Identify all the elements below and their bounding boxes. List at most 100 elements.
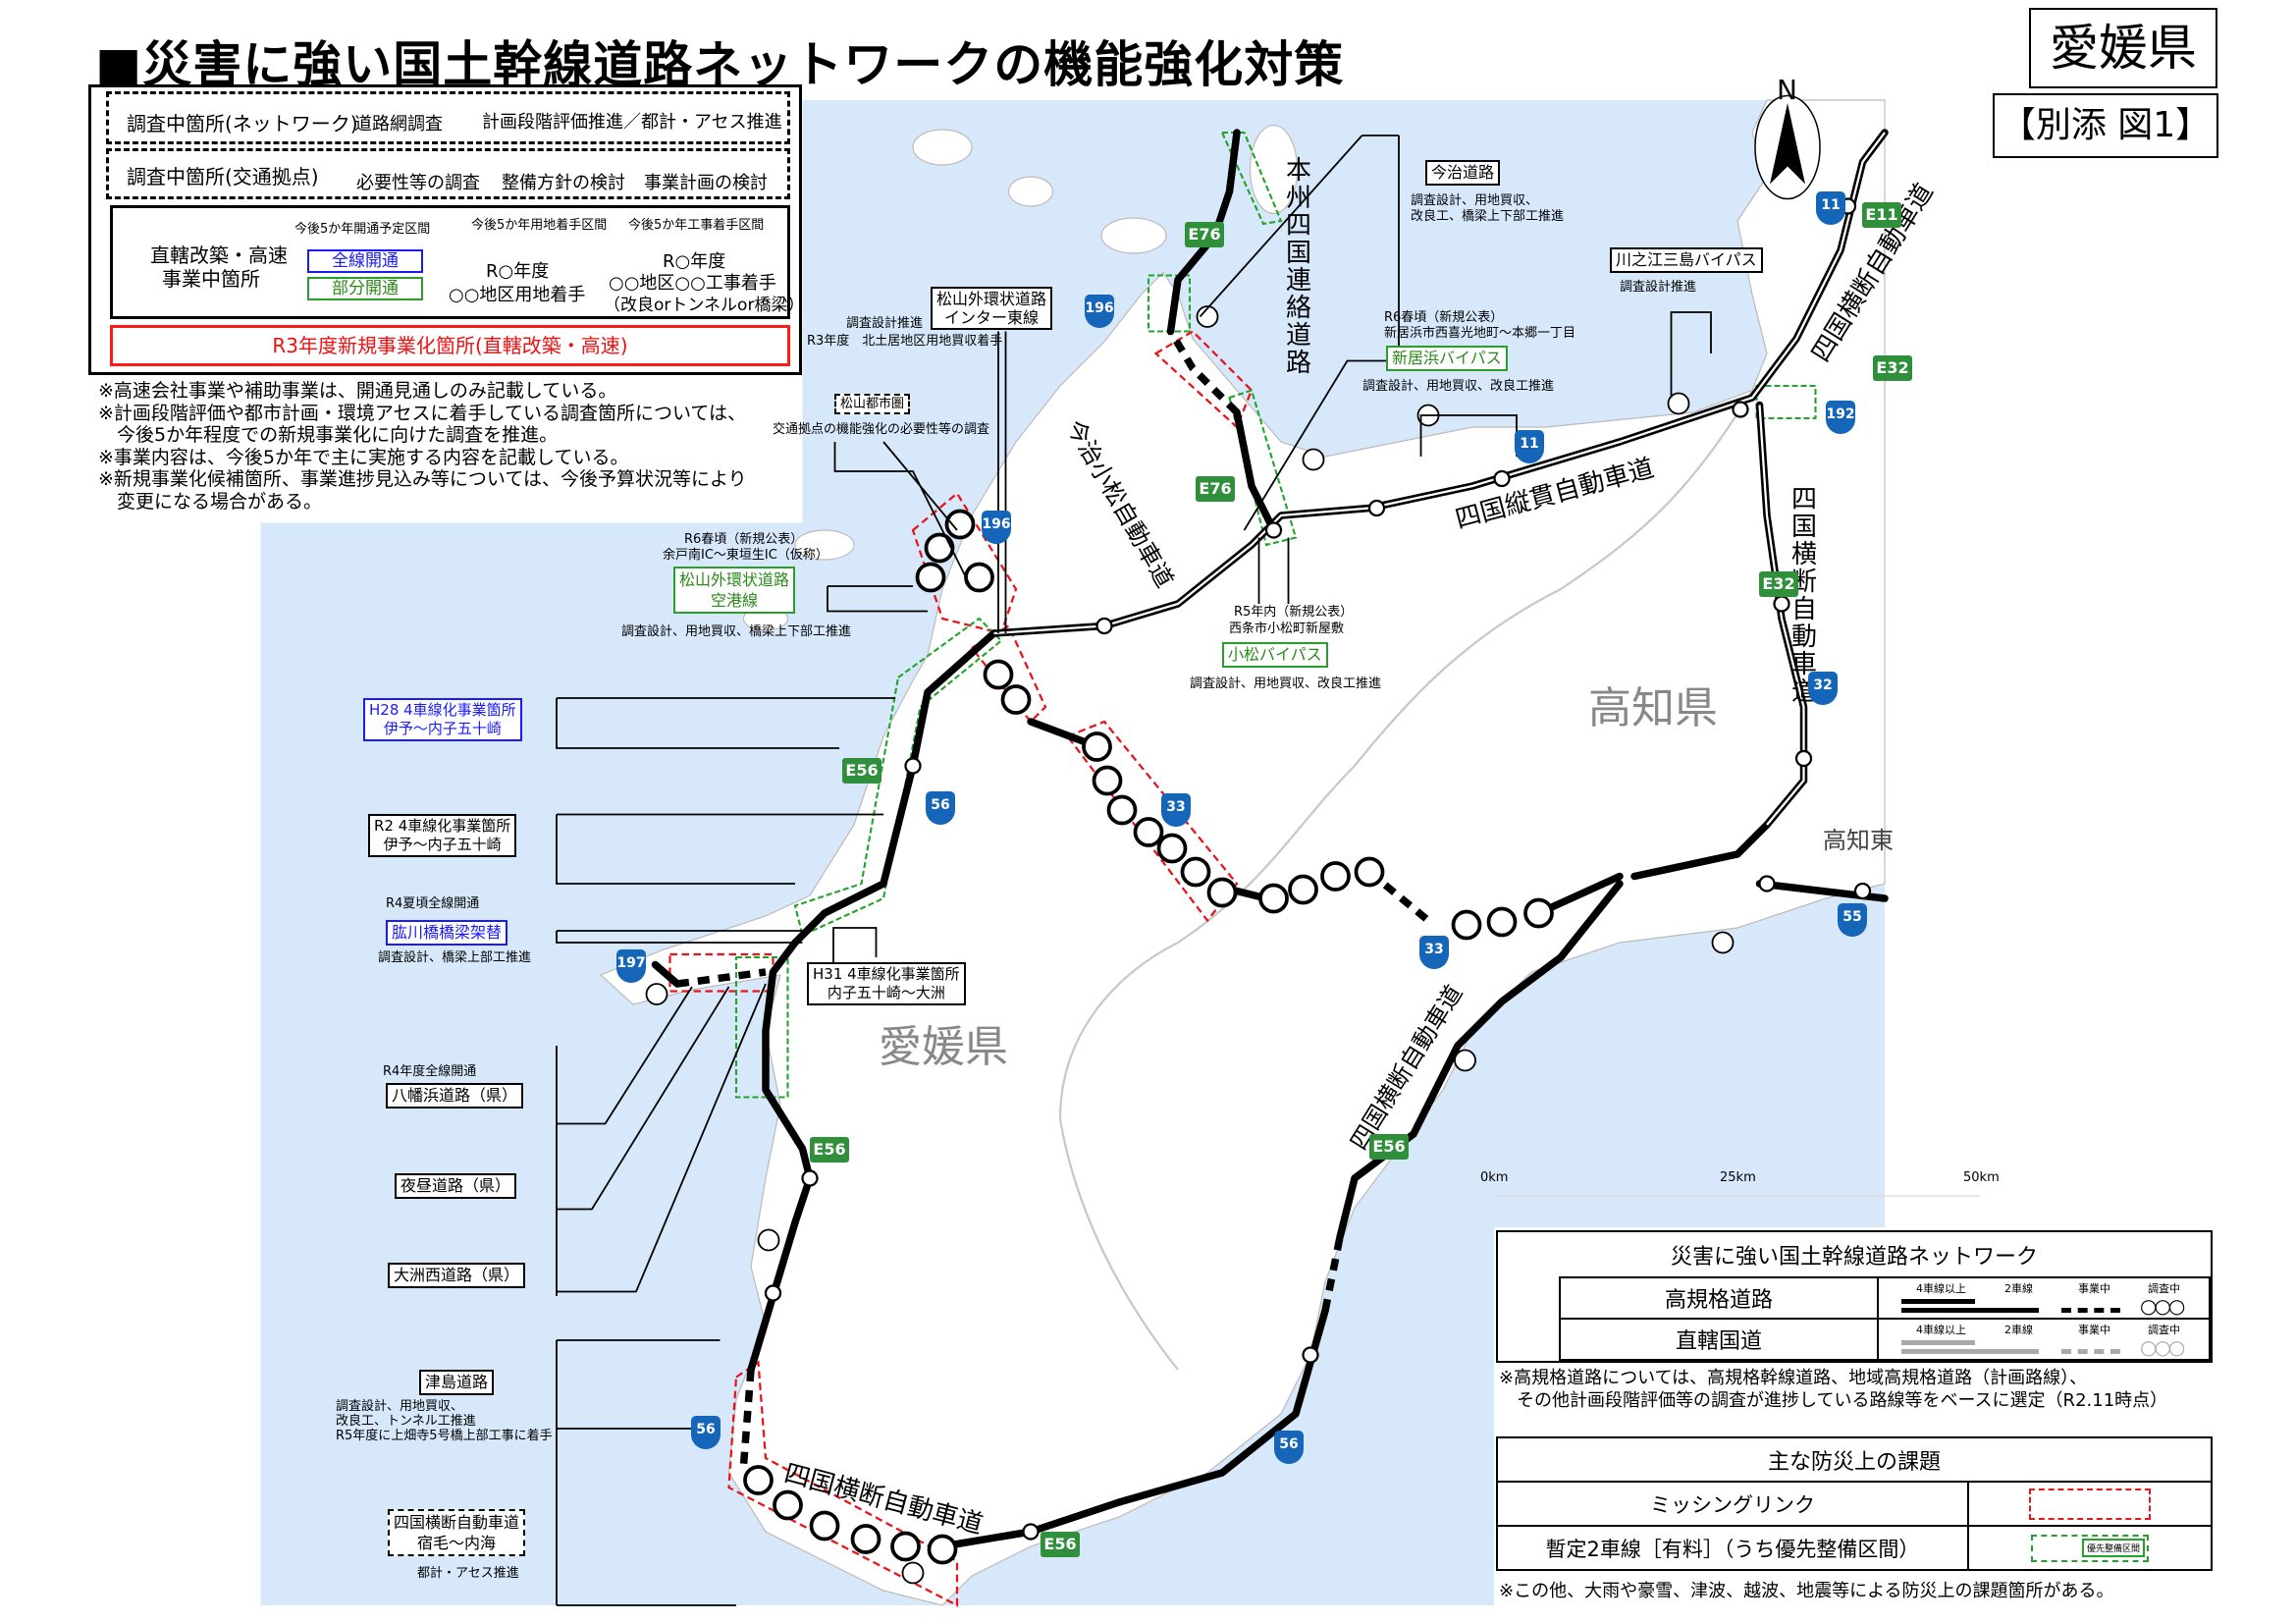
legend-hub-stage3: 事業計画の検討 (644, 173, 768, 193)
project-detail: 調査設計、用地買収、 (336, 1399, 464, 1414)
col-survey: 調査中 (2148, 1282, 2180, 1295)
project-sukumo-uchiumi[interactable]: 四国横断自動車道 宿毛～内海 (388, 1509, 526, 1556)
expressway-shield: E56 (1041, 1532, 1080, 1557)
expressway-shield: E32 (1873, 355, 1912, 381)
project-yawatahama-road[interactable]: 八幡浜道路（県） (386, 1083, 524, 1109)
ic-markers (764, 197, 1872, 1541)
legend-direct-label-1: 直轄改築・高速 (150, 243, 288, 267)
project-detail: 調査設計、用地買収、改良工推進 (1190, 676, 1382, 691)
col-2lane: 2車線 (2004, 1282, 2033, 1295)
col-ongoing: 事業中 (2078, 1282, 2110, 1295)
project-name: 四国横断自動車道 (394, 1513, 520, 1532)
project-name: 松山外環状道路 (936, 290, 1047, 308)
expressway-shield: E76 (1196, 476, 1235, 502)
compass-north-label: N (1777, 74, 1797, 106)
project-detail: 交通拠点の機能強化の必要性等の調査 (773, 422, 990, 437)
national-route-shield: 56 (926, 791, 955, 825)
region-label-ehime: 愛媛県 (879, 1022, 1008, 1072)
figure-label: 【別添 図1】 (1993, 93, 2218, 158)
project-detail: 調査設計、用地買収、改良工推進 (1362, 379, 1555, 394)
route-name-honshi: 本州四国連絡道路 (1286, 156, 1312, 378)
project-ozunishi-road[interactable]: 大洲西道路（県） (388, 1263, 526, 1288)
project-detail: 都計・アセス推進 (417, 1566, 519, 1581)
legend-col2-head: 今後5か年用地着手区間 (471, 218, 608, 233)
project-schedule: R4年度全線開通 (383, 1064, 477, 1079)
note-line: ※事業内容は、今後5か年で主に実施する内容を記載している。 (98, 446, 629, 468)
expressway-shield: E11 (1862, 202, 1901, 228)
legend-row-national-road: 直轄国道 (1559, 1318, 1879, 1361)
note-line: 今後5か年程度での新規事業化に向けた調査を推進。 (98, 424, 559, 446)
survey-circles-icon: ○○○ (2140, 1294, 2185, 1318)
scale-tick-0: 0km (1480, 1170, 1509, 1185)
legend-col3-head: 今後5か年工事着手区間 (628, 218, 765, 233)
network-note: ※高規格道路については、高規格幹線道路、地域高規格道路（計画路線）、 (1499, 1368, 2088, 1388)
network-legend-title: 災害に強い国土幹線道路ネットワーク (1670, 1244, 2038, 1270)
prefecture-label: 愛媛県 (2029, 8, 2217, 88)
col-ongoing: 事業中 (2078, 1324, 2110, 1336)
provisional-swatch: 優先整備区間 (1969, 1527, 2211, 1569)
project-r2-4lane[interactable]: R2 4車線化事業箇所 伊予～内子五十崎 (368, 814, 517, 857)
project-name: R2 4車線化事業箇所 (374, 817, 511, 835)
project-name: 伊予～内子五十崎 (383, 720, 502, 737)
project-detail: R5年度に上畑寺5号橋上部工事に着手 (336, 1429, 553, 1443)
scale-tick-50: 50km (1963, 1170, 2000, 1185)
expressway-shield: E32 (1759, 571, 1798, 597)
project-kawanoe-bypass[interactable]: 川之江三島バイパス (1610, 247, 1763, 273)
legend-work-2: ○○地区○○工事着手 (609, 273, 776, 294)
national-route-shield: 197 (616, 949, 646, 983)
prefecture-boundaries (1058, 389, 1753, 1371)
expressway-shield: E76 (1185, 222, 1224, 247)
expressway-inner-lines (993, 132, 1886, 826)
legend-row-direct-projects: 直轄改築・高速 事業中箇所 今後5か年開通予定区間 今後5か年用地着手区間 今後… (110, 205, 804, 319)
project-matsuyama-ic-east[interactable]: 松山外環状道路 インター東線 (931, 287, 1053, 330)
project-detail: 調査設計推進 (846, 316, 924, 331)
project-name: 松山外環状道路 (679, 570, 790, 589)
legend-missing-link: ミッシングリンク (1498, 1483, 1969, 1527)
project-niihama-bypass[interactable]: 新居浜バイパス (1386, 346, 1508, 371)
region-label-kochi-east: 高知東 (1823, 827, 1894, 854)
legend-network-stage2: 計画段階評価推進／都計・アセス推進 (482, 112, 782, 133)
note-line: 変更になる場合がある。 (98, 490, 323, 513)
missing-link-swatch (1969, 1483, 2211, 1527)
project-komatsu-bypass[interactable]: 小松バイパス (1222, 642, 1328, 668)
national-route-shield: 196 (982, 511, 1011, 544)
legend-provisional-2lane: 暫定2車線［有料］（うち優先整備区間） (1498, 1527, 1969, 1569)
network-note: その他計画段階評価等の調査が進捗している路線等をベースに選定（R2.11時点） (1499, 1390, 2168, 1411)
legend-hub-stage1: 必要性等の調査 (356, 173, 480, 193)
project-matsuyama-airport-line[interactable]: 松山外環状道路 空港線 (673, 567, 796, 614)
project-section: 余戸南IC～東垣生IC（仮称） (663, 548, 828, 563)
survey-circles-icon: ○○○ (2140, 1335, 2185, 1359)
project-imabari-road[interactable]: 今治道路 (1425, 160, 1501, 186)
national-route-shield: 11 (1515, 430, 1544, 463)
project-schedule: R6春頃（新規公表） (1384, 310, 1504, 325)
port-icons (645, 305, 1735, 1585)
col-survey: 調査中 (2148, 1324, 2180, 1336)
legend-land-2: ○○地区用地着手 (449, 285, 586, 305)
project-tsushima-road[interactable]: 津島道路 (419, 1370, 495, 1395)
project-detail: 改良工、橋梁上下部工推進 (1411, 209, 1565, 224)
notes: ※高速会社事業や補助事業は、開通見通しのみ記載している。 ※計画段階評価や都市計… (88, 380, 761, 522)
note-line: ※高速会社事業や補助事業は、開通見通しのみ記載している。 (98, 380, 617, 402)
project-h31-4lane[interactable]: H31 4車線化事業箇所 内子五十崎～大洲 (807, 962, 966, 1005)
project-schedule: R5年内（新規公表） (1234, 605, 1354, 620)
project-section: 西条市小松町新屋敷 (1229, 622, 1345, 636)
project-matsuyama-city[interactable]: 松山都市圏 (834, 394, 911, 414)
page-title: ■災害に強い国土幹線道路ネットワークの機能強化対策 (95, 36, 1345, 93)
legend-network-label: 調査中箇所(ネットワーク) (127, 112, 358, 135)
legend-direct-label-2: 事業中箇所 (162, 267, 260, 291)
project-name: H31 4車線化事業箇所 (813, 965, 960, 983)
national-route-shield: 11 (1816, 191, 1845, 225)
project-hijikawa-bridge[interactable]: 肱川橋橋梁架替 (386, 920, 508, 946)
national-route-shield: 55 (1838, 903, 1867, 937)
issues-note: ※この他、大雨や豪雪、津波、越波、地震等による防災上の課題箇所がある。 (1499, 1581, 2114, 1601)
project-h28-4lane[interactable]: H28 4車線化事業箇所 伊予～内子五十崎 (363, 698, 522, 741)
project-detail: 改良工、トンネル工推進 (336, 1414, 476, 1429)
project-yoru-road[interactable]: 夜昼道路（県） (395, 1173, 517, 1199)
national-route-shield: 56 (691, 1416, 721, 1449)
project-detail: 調査設計、用地買収、 (1411, 193, 1539, 208)
project-detail: 調査設計、用地買収、橋梁上下部工推進 (621, 624, 852, 639)
project-detail: R3年度 北土居地区用地買収着手 (807, 334, 1003, 349)
col-2lane: 2車線 (2004, 1324, 2033, 1336)
legend-full-open: 全線開通 (307, 249, 423, 273)
project-status-legend: 調査中箇所(ネットワーク) 道路網調査 計画段階評価推進／都計・アセス推進 調査… (88, 84, 804, 375)
